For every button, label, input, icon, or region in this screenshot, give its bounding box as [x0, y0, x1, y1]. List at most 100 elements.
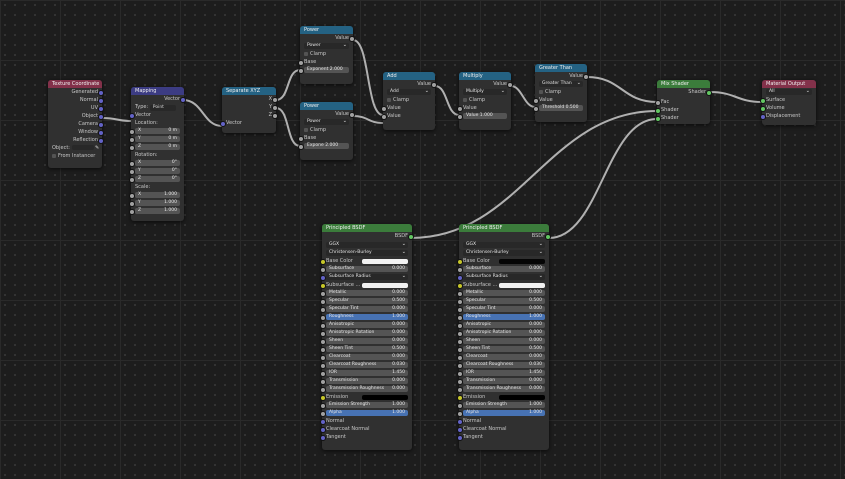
socket-vector-in[interactable]: [220, 121, 226, 127]
socket-value-in-2[interactable]: [457, 114, 463, 120]
socket-clearcoat[interactable]: [320, 355, 326, 361]
socket-specular[interactable]: [457, 299, 463, 305]
socket-alpha[interactable]: [457, 411, 463, 417]
socket-value-out[interactable]: [349, 36, 355, 42]
socket-metallic[interactable]: [457, 291, 463, 297]
socket-normal[interactable]: [457, 419, 463, 425]
socket-value-in-1[interactable]: [381, 106, 387, 112]
operation-dropdown[interactable]: Greater Than: [539, 80, 583, 87]
threshold-field[interactable]: Threshold 0.500: [539, 105, 583, 111]
socket-transmission[interactable]: [320, 379, 326, 385]
socket-tangent[interactable]: [320, 435, 326, 441]
subsurface-method-dropdown[interactable]: Christensen-Burley: [463, 249, 545, 256]
separate-xyz-node[interactable]: Separate XYZ X Y Z Vector: [220, 87, 278, 133]
multiply-node[interactable]: Multiply Value Multiply Clamp Value Valu…: [457, 72, 513, 130]
socket-rotation-y[interactable]: [129, 169, 135, 175]
socket-surface[interactable]: [760, 98, 766, 104]
node-header[interactable]: Multiply: [459, 72, 511, 80]
socket-value-out[interactable]: [431, 82, 437, 88]
socket-rotation-x[interactable]: [129, 161, 135, 167]
clamp-row[interactable]: Clamp: [300, 50, 353, 58]
node-header[interactable]: Power: [300, 26, 353, 34]
operation-dropdown[interactable]: Multiply: [463, 88, 507, 95]
socket-scale-x[interactable]: [129, 193, 135, 199]
socket-emission[interactable]: [320, 395, 326, 401]
socket-clearcoat-normal[interactable]: [320, 427, 326, 433]
power-node-1[interactable]: Power Value Power Clamp Base Exponent 2.…: [298, 26, 355, 84]
socket-value-in-1[interactable]: [457, 106, 463, 112]
socket-generated[interactable]: [98, 90, 104, 96]
socket-y[interactable]: [272, 105, 278, 111]
clamp-checkbox[interactable]: [539, 89, 543, 94]
clamp-row[interactable]: Clamp: [459, 96, 511, 104]
socket-value-in[interactable]: [533, 98, 539, 104]
socket-shader-in-2[interactable]: [655, 116, 661, 122]
socket-subsurface[interactable]: [457, 267, 463, 273]
socket-emission[interactable]: [457, 395, 463, 401]
socket-specular-tint[interactable]: [320, 307, 326, 313]
subsurface-radius-dropdown[interactable]: Subsurface Radius: [326, 273, 408, 280]
object-picker[interactable]: [71, 145, 94, 150]
socket-scale-y[interactable]: [129, 201, 135, 207]
operation-dropdown[interactable]: Add: [387, 88, 431, 95]
clamp-checkbox[interactable]: [304, 127, 308, 132]
value-field[interactable]: Value 1.000: [463, 113, 507, 119]
target-dropdown[interactable]: All: [766, 88, 812, 95]
socket-threshold[interactable]: [533, 106, 539, 112]
from-instancer-checkbox[interactable]: [52, 153, 56, 158]
exponent-field[interactable]: Exponent 2.000: [304, 67, 349, 73]
distribution-dropdown[interactable]: GGX: [463, 241, 545, 248]
node-header[interactable]: Power: [300, 102, 353, 110]
socket-camera[interactable]: [98, 122, 104, 128]
socket-value-in-2[interactable]: [381, 114, 387, 120]
exponent-field[interactable]: Expone 2.000: [304, 143, 349, 149]
socket-location-z[interactable]: [129, 145, 135, 151]
socket-specular-tint[interactable]: [457, 307, 463, 313]
socket-tangent[interactable]: [457, 435, 463, 441]
node-header[interactable]: Greater Than: [535, 64, 587, 72]
socket-sheen-tint[interactable]: [320, 347, 326, 353]
socket-sheen[interactable]: [457, 339, 463, 345]
socket-normal[interactable]: [98, 98, 104, 104]
operation-dropdown[interactable]: Power: [304, 42, 349, 49]
material-output-node[interactable]: Material Output All Surface Volume Displ…: [760, 80, 816, 125]
emission-color-swatch[interactable]: [362, 394, 408, 400]
clamp-checkbox[interactable]: [463, 97, 467, 102]
socket-clearcoat-roughness[interactable]: [320, 363, 326, 369]
operation-dropdown[interactable]: Power: [304, 118, 349, 125]
subsurface-radius-dropdown[interactable]: Subsurface Radius: [463, 273, 545, 280]
node-header[interactable]: Separate XYZ: [222, 87, 276, 95]
socket-metallic[interactable]: [320, 291, 326, 297]
socket-value-out[interactable]: [507, 82, 513, 88]
node-header[interactable]: Principled BSDF: [322, 224, 412, 232]
socket-vector-in[interactable]: [129, 113, 135, 119]
socket-anisotropic[interactable]: [457, 323, 463, 329]
socket-location-x[interactable]: [129, 129, 135, 135]
emission-color-swatch[interactable]: [499, 394, 545, 400]
socket-bsdf-out[interactable]: [408, 234, 414, 240]
greater-than-node[interactable]: Greater Than Value Greater Than Clamp Va…: [533, 64, 589, 122]
socket-ior[interactable]: [320, 371, 326, 377]
socket-base-color[interactable]: [457, 259, 463, 265]
add-node[interactable]: Add Value Add Clamp Value Value: [381, 72, 437, 130]
socket-rotation-z[interactable]: [129, 177, 135, 183]
